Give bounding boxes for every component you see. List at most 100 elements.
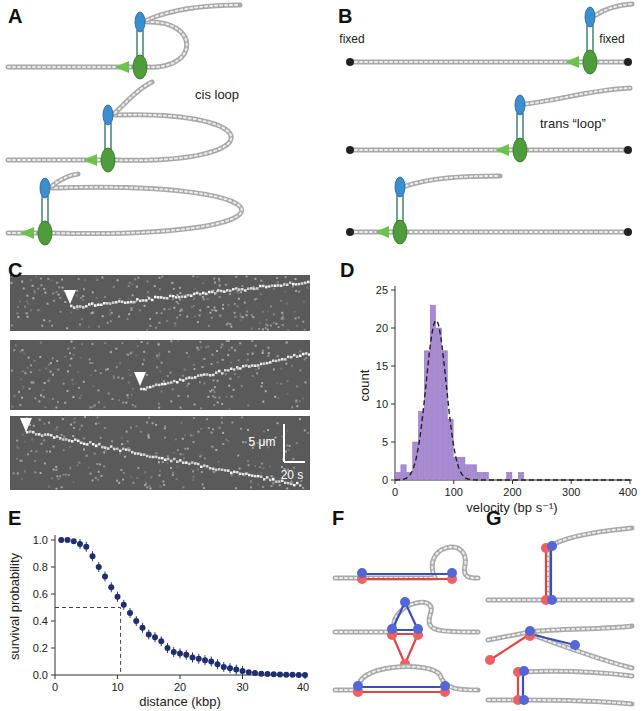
kymograph-noise — [268, 347, 270, 349]
kymograph-noise — [282, 314, 284, 316]
kymograph-noise — [47, 303, 49, 305]
kymograph-noise — [56, 291, 58, 293]
kymograph-noise — [202, 296, 204, 298]
kymograph-noise — [254, 465, 256, 467]
kymograph-noise — [105, 449, 107, 451]
kymograph-trace — [193, 293, 196, 296]
kymograph-noise — [141, 341, 143, 343]
kymograph-noise — [15, 344, 17, 346]
histogram-bar — [395, 472, 400, 480]
kymograph-trace — [164, 383, 167, 386]
kymograph-noise — [295, 290, 297, 292]
kymograph-noise — [262, 311, 264, 313]
tick-label: 200 — [503, 486, 521, 499]
kymograph-trace — [182, 379, 185, 382]
panel-a-illustration — [52, 174, 78, 186]
panel-g-illustration — [547, 595, 557, 605]
kymograph-trace — [26, 431, 29, 434]
kymograph-trace — [257, 364, 260, 367]
kymograph-noise — [155, 327, 157, 329]
kymograph-traces — [26, 281, 311, 487]
kymograph-noise — [221, 344, 223, 346]
kymograph-noise — [136, 477, 138, 479]
kymograph-noise — [143, 388, 145, 390]
kymograph-noise — [155, 424, 157, 426]
kymograph-noise — [213, 471, 215, 473]
kymograph-trace — [70, 305, 73, 308]
kymograph-noise — [92, 312, 94, 314]
kymograph-trace — [298, 283, 301, 286]
kymograph-trace — [232, 288, 235, 291]
kymograph-trace — [161, 383, 164, 386]
kymograph-noise — [119, 362, 121, 364]
survival-point — [127, 610, 133, 616]
kymograph-noise — [66, 327, 68, 329]
kymograph-noise — [154, 285, 156, 287]
kymograph-noise — [43, 423, 45, 425]
kymograph-trace — [119, 450, 122, 453]
panel-g-illustration — [488, 626, 632, 640]
tick-label: 400 — [619, 486, 637, 499]
panel-a-illustration — [115, 12, 147, 79]
kymograph-noise — [19, 300, 21, 302]
survival-point — [90, 553, 96, 559]
kymograph-noise — [217, 361, 219, 363]
kymograph-trace — [229, 290, 232, 293]
kymograph-noise — [302, 398, 304, 400]
kymograph-noise — [201, 471, 203, 473]
kymograph-noise — [194, 403, 196, 405]
kymograph-noise — [146, 342, 148, 344]
kymograph-noise — [51, 325, 53, 327]
kymograph-trace — [172, 295, 175, 298]
kymograph-noise — [285, 363, 287, 365]
kymograph-noise — [237, 305, 239, 307]
kymograph-noise — [168, 351, 170, 353]
panel-b-illustration — [624, 146, 632, 154]
kymograph-noise — [251, 340, 253, 342]
kymograph-noise — [55, 469, 57, 471]
kymograph-noise — [82, 299, 84, 301]
kymograph-noise — [212, 446, 214, 448]
kymograph-noise — [24, 306, 26, 308]
kymograph-noise — [111, 398, 113, 400]
survival-point — [96, 564, 102, 570]
kymograph-noise — [212, 395, 214, 397]
kymograph-noise — [268, 352, 270, 354]
tick-mark — [51, 567, 55, 568]
kymograph-noise — [37, 309, 39, 311]
kymograph-trace — [245, 473, 248, 476]
kymograph-noise — [280, 300, 282, 302]
kymograph-noise — [280, 368, 282, 370]
kymograph-noise — [65, 474, 67, 476]
panel-b-illustration — [350, 149, 628, 151]
kymograph-noise — [50, 362, 52, 364]
kymograph-noise — [276, 277, 278, 279]
kymograph-noise — [277, 397, 279, 399]
kymograph-noise — [219, 285, 221, 287]
kymograph-trace — [128, 449, 131, 452]
kymograph-noise — [291, 406, 293, 408]
kymograph-noise — [157, 357, 159, 359]
kymograph-trace — [224, 469, 227, 472]
kymograph-noise — [228, 349, 230, 351]
kymograph-trace — [158, 384, 161, 387]
kymograph-noise — [43, 396, 45, 398]
kymograph-noise — [179, 292, 181, 294]
annotation: cis loop — [195, 88, 239, 103]
kymograph-noise — [181, 422, 183, 424]
kymograph-trace — [164, 459, 167, 462]
kymograph-noise — [32, 285, 34, 287]
kymograph-noise — [63, 383, 65, 385]
kymograph-trace — [221, 372, 224, 375]
kymograph-noise — [56, 360, 58, 362]
kymograph-noise — [231, 396, 233, 398]
kymograph-trace — [209, 467, 212, 470]
kymograph-trace — [224, 369, 227, 372]
kymograph-noise — [292, 285, 294, 287]
kymograph-noise — [34, 291, 36, 293]
kymograph-noise — [30, 279, 32, 281]
kymograph-noise — [262, 401, 264, 403]
kymograph-noise — [299, 370, 301, 372]
panel-a-illustration — [115, 115, 231, 161]
kymograph-noise — [209, 391, 211, 393]
